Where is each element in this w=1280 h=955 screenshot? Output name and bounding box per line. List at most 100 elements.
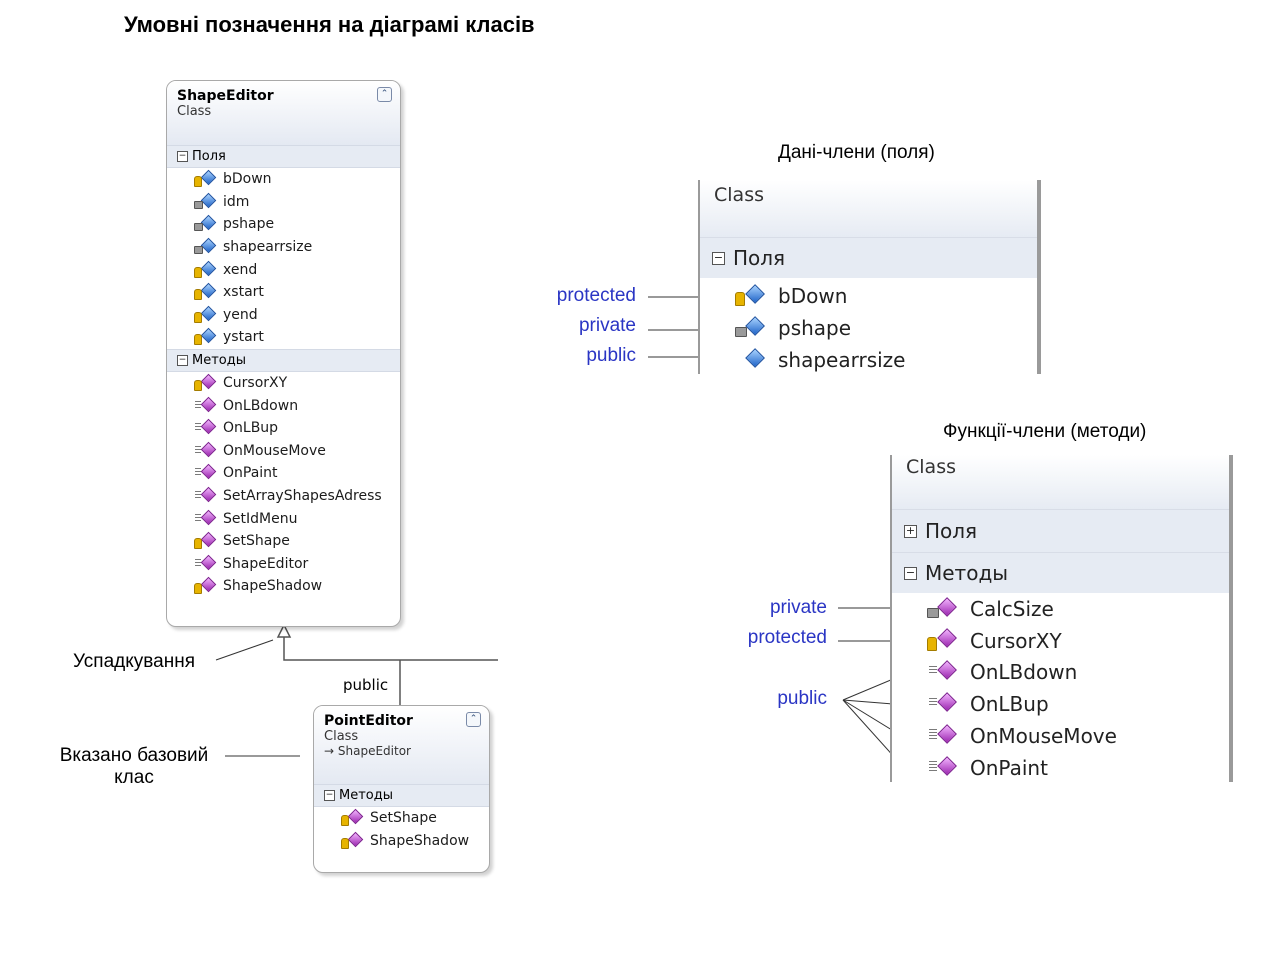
method-row[interactable]: SetIdMenu	[167, 507, 400, 530]
field-private-icon	[193, 237, 217, 256]
field-name: xstart	[223, 284, 264, 301]
field-row[interactable]: xend	[167, 258, 400, 281]
method-public-icon	[193, 464, 217, 482]
field-name: shapearrsize	[778, 348, 906, 372]
protected-label: protected	[747, 627, 827, 648]
method-name: OnMouseMove	[970, 724, 1117, 749]
method-name: CursorXY	[970, 628, 1062, 653]
method-row[interactable]: OnMouseMove	[167, 440, 400, 463]
method-name: OnMouseMove	[223, 442, 326, 459]
class-header: ShapeEditor Class ⌃	[167, 81, 400, 145]
private-label: private	[578, 315, 636, 336]
field-protected-icon	[193, 170, 217, 188]
method-row[interactable]: OnMouseMove	[926, 720, 1229, 752]
field-name: xend	[223, 261, 258, 278]
private-label: private	[769, 597, 827, 618]
method-row[interactable]: SetArrayShapesAdress	[167, 485, 400, 508]
expand-toggle-icon[interactable]: +	[904, 523, 917, 538]
method-public-icon	[193, 396, 217, 415]
method-protected-icon	[340, 808, 364, 827]
method-name: SetShape	[370, 810, 437, 827]
method-row[interactable]: OnPaint	[167, 462, 400, 485]
method-row[interactable]: ShapeShadow	[167, 575, 400, 598]
class-name: PointEditor	[324, 713, 413, 729]
collapse-toggle-icon[interactable]: −	[177, 151, 188, 162]
class-type: Class	[177, 104, 212, 119]
method-public-icon	[193, 486, 217, 505]
section-label: Поля	[925, 519, 978, 543]
collapse-toggle-icon[interactable]: −	[324, 790, 335, 801]
base-class: → ShapeEditor	[324, 744, 411, 758]
field-row[interactable]: pshape	[734, 312, 1037, 344]
field-row[interactable]: xstart	[167, 281, 400, 304]
method-name: ShapeShadow	[370, 832, 470, 849]
method-row[interactable]: SetShape	[167, 530, 400, 553]
field-row[interactable]: yend	[167, 304, 400, 327]
field-name: ystart	[223, 329, 264, 346]
point-editor-class-box[interactable]: PointEditor Class → ShapeEditor ⌃ − Мето…	[313, 705, 490, 873]
methods-section-header[interactable]: − Методы	[892, 552, 1229, 593]
public-label: public	[586, 345, 636, 366]
method-protected-icon	[340, 831, 364, 850]
collapse-icon[interactable]: ⌃	[377, 87, 392, 102]
inheritance-pointer	[215, 639, 274, 661]
method-name: OnLBdown	[223, 397, 299, 414]
collapse-icon[interactable]: ⌃	[466, 712, 481, 727]
section-label: Поля	[192, 149, 226, 164]
field-row[interactable]: ystart	[167, 326, 400, 349]
fields-panel-caption: Дані-члени (поля)	[778, 142, 935, 163]
method-name: OnPaint	[223, 465, 278, 482]
fields-section-header[interactable]: − Поля	[700, 237, 1037, 278]
method-private-icon	[926, 596, 957, 621]
inheritance-line	[283, 636, 498, 661]
method-public-icon	[926, 755, 957, 780]
inheritance-annotation: Успадкування	[73, 651, 195, 672]
class-name: ShapeEditor	[177, 88, 274, 104]
field-row[interactable]: bDown	[167, 168, 400, 191]
field-row[interactable]: shapearrsize	[167, 236, 400, 259]
inheritance-label: public	[343, 676, 389, 694]
field-row[interactable]: pshape	[167, 213, 400, 236]
method-row[interactable]: ShapeShadow	[314, 829, 489, 851]
collapse-toggle-icon[interactable]: −	[177, 354, 188, 366]
method-public-icon	[193, 554, 217, 573]
collapse-toggle-icon[interactable]: −	[904, 565, 917, 580]
method-row[interactable]: CalcSize	[926, 593, 1229, 625]
collapse-toggle-icon[interactable]: −	[712, 250, 725, 265]
base-class-annotation: Вказано базовий клас	[54, 745, 214, 789]
method-name: SetShape	[223, 533, 290, 550]
field-row[interactable]: shapearrsize	[734, 344, 1037, 374]
method-name: OnPaint	[970, 755, 1048, 780]
field-row[interactable]: idm	[167, 191, 400, 214]
method-public-icon	[926, 723, 957, 748]
class-label: Class	[700, 180, 1037, 237]
method-protected-icon	[193, 577, 217, 595]
method-row[interactable]: ShapeEditor	[167, 553, 400, 576]
methods-section-header[interactable]: − Методы	[314, 784, 489, 807]
method-protected-icon	[193, 531, 217, 550]
method-row[interactable]: CursorXY	[926, 625, 1229, 657]
method-row[interactable]: OnPaint	[926, 752, 1229, 782]
method-protected-icon	[926, 628, 957, 653]
annotation-line: клас	[114, 767, 154, 788]
method-row[interactable]: CursorXY	[167, 372, 400, 395]
method-row[interactable]: SetShape	[314, 807, 489, 829]
methods-section-header[interactable]: − Методы	[167, 348, 400, 372]
method-public-icon	[193, 509, 217, 528]
field-protected-icon	[734, 283, 765, 308]
field-row[interactable]: bDown	[734, 280, 1037, 312]
method-row[interactable]: OnLBup	[926, 688, 1229, 720]
method-row[interactable]: OnLBdown	[167, 394, 400, 417]
fields-section-header[interactable]: − Поля	[167, 145, 400, 168]
method-public-icon	[193, 441, 217, 460]
method-row[interactable]: OnLBdown	[926, 657, 1229, 689]
field-name: bDown	[223, 171, 272, 188]
method-name: CalcSize	[970, 596, 1054, 621]
base-class-name: ShapeEditor	[337, 744, 411, 758]
method-row[interactable]: OnLBup	[167, 417, 400, 440]
fields-section-header[interactable]: + Поля	[892, 509, 1229, 552]
